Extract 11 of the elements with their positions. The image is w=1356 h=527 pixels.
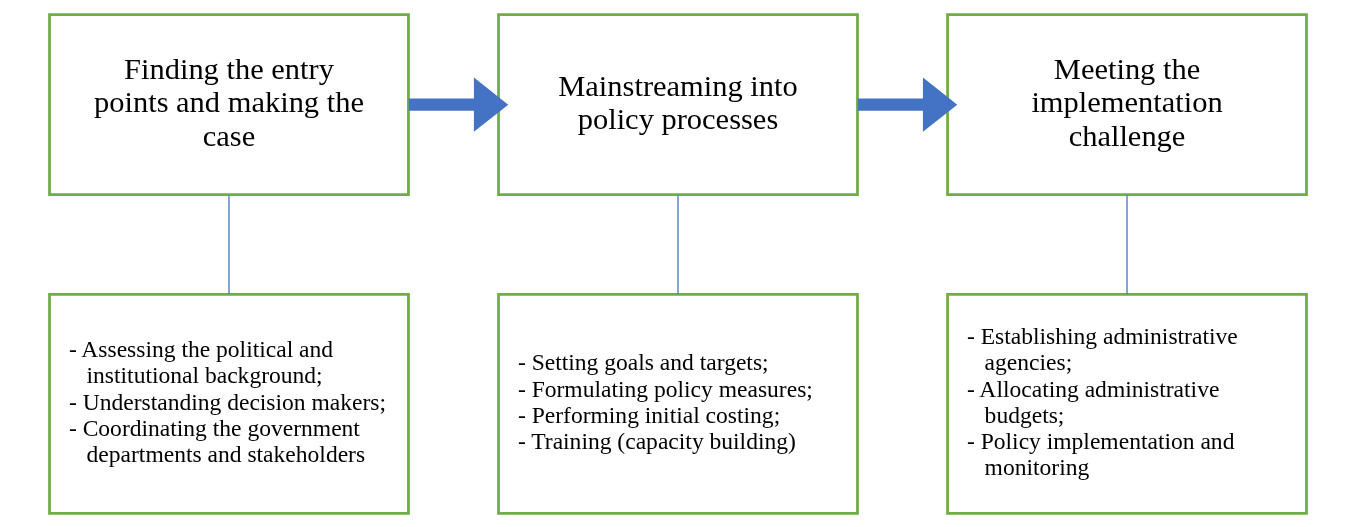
- node-box: Mainstreaming into policy processes: [497, 12, 859, 196]
- node-box: - Establishing administrative agencies; - Allocating administrative budgets; - Policy implementation and monitoring: [946, 292, 1308, 515]
- arrow: [857, 77, 958, 132]
- node-box: - Assessing the political and institutional background; - Understanding decision makers; - Coordinating the government departments and stakeholders: [48, 292, 410, 515]
- node-box: Meeting the implementation challenge: [946, 12, 1308, 196]
- node-box: - Setting goals and targets; - Formulating policy measures; - Performing initial costing; - Training (capacity building): [497, 292, 859, 515]
- connector: [677, 193, 679, 295]
- connector: [1126, 193, 1128, 295]
- arrow: [408, 77, 509, 132]
- connector: [228, 193, 230, 295]
- node-box: Finding the entry points and making the case: [48, 12, 410, 196]
